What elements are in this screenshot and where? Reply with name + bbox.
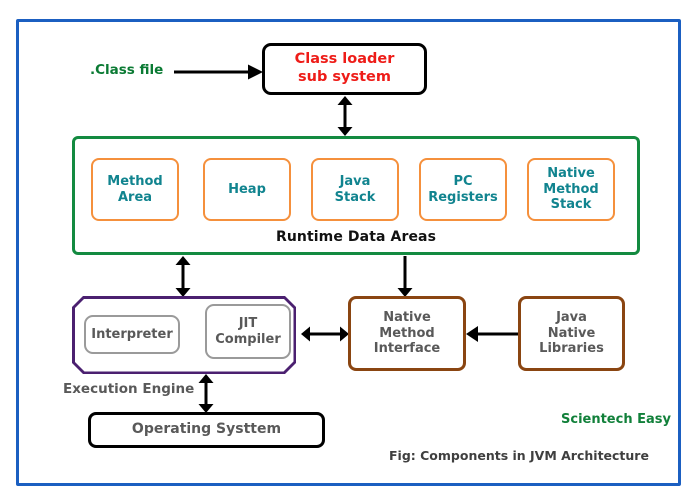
arrow-classfile-to-classloader — [174, 64, 263, 80]
runtime-box-java-stack: Java Stack — [311, 158, 399, 221]
class-file-label: .Class file — [90, 62, 164, 78]
class-loader-subsystem-box: Class loader sub system — [262, 43, 427, 95]
jnl-line2: Native — [547, 325, 596, 341]
arrow-runtime-to-execution-engine — [175, 256, 191, 297]
class-loader-line2: sub system — [298, 69, 391, 85]
arrow-execution-engine-to-native-interface — [301, 326, 349, 342]
method-area-line1: Method — [107, 173, 163, 189]
runtime-box-method-area: Method Area — [91, 158, 179, 221]
brand-label: Scientech Easy — [561, 412, 671, 427]
nmi-line1: Native — [383, 309, 431, 325]
arrow-execution-engine-to-os — [198, 374, 214, 413]
class-loader-line1: Class loader — [294, 51, 395, 68]
native-method-stack-line3: Stack — [550, 197, 592, 213]
jnl-line3: Libraries — [539, 341, 604, 357]
pc-registers-line2: Registers — [428, 189, 498, 205]
jnl-line1: Java — [556, 309, 587, 325]
nmi-line3: Interface — [373, 341, 441, 357]
jit-compiler-line1: JIT — [238, 315, 258, 331]
arrow-native-libraries-to-interface — [466, 326, 518, 342]
execution-engine-label: Execution Engine — [63, 381, 195, 397]
native-method-stack-line1: Native — [547, 166, 595, 182]
outer-frame — [16, 19, 681, 486]
arrow-classloader-to-runtime — [337, 96, 353, 136]
figure-caption: Fig: Components in JVM Architecture — [389, 448, 649, 463]
heap-line1: Heap — [228, 181, 266, 197]
java-stack-line1: Java — [339, 173, 371, 189]
runtime-box-pc-registers: PC Registers — [419, 158, 507, 221]
arrow-runtime-to-native-interface — [397, 256, 413, 297]
java-native-libraries-box: Java Native Libraries — [518, 296, 625, 371]
java-stack-line2: Stack — [334, 189, 376, 205]
operating-system-box: Operating Systtem — [88, 412, 325, 448]
runtime-box-native-method-stack: Native Method Stack — [527, 158, 615, 221]
runtime-data-areas-container: Method Area Heap Java Stack PC Registers… — [72, 136, 640, 255]
operating-system-label: Operating Systtem — [131, 421, 282, 438]
nmi-line2: Method — [379, 325, 435, 341]
method-area-line2: Area — [117, 189, 153, 205]
native-method-interface-box: Native Method Interface — [348, 296, 466, 371]
native-method-stack-line2: Method — [543, 181, 599, 197]
pc-registers-line1: PC — [453, 173, 473, 189]
interpreter-line1: Interpreter — [91, 326, 173, 342]
interpreter-box: Interpreter — [84, 315, 180, 354]
jit-compiler-box: JIT Compiler — [205, 304, 291, 359]
runtime-data-areas-title: Runtime Data Areas — [275, 229, 437, 245]
runtime-box-heap: Heap — [203, 158, 291, 221]
jit-compiler-line2: Compiler — [215, 331, 281, 347]
